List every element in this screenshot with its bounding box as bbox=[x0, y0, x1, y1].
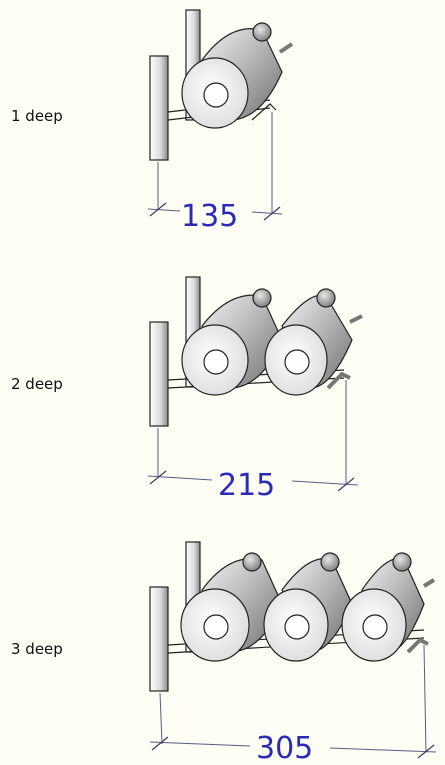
config-label-1-deep: 1 deep bbox=[11, 107, 63, 125]
rack-1-deep: 135 bbox=[147, 9, 294, 234]
config-label-2-deep: 2 deep bbox=[11, 375, 63, 393]
cylinder bbox=[341, 552, 436, 662]
front-post bbox=[149, 321, 169, 427]
config-label-3-deep: 3 deep bbox=[11, 640, 63, 658]
dimension-1-deep: 135 bbox=[147, 112, 283, 234]
cylinder bbox=[180, 552, 283, 662]
dimension-value-1-deep: 135 bbox=[181, 199, 238, 234]
cylinder bbox=[181, 22, 294, 129]
front-post bbox=[149, 55, 169, 161]
cylinder bbox=[263, 552, 353, 662]
cylinder bbox=[181, 288, 283, 396]
dimension-value-3-deep: 305 bbox=[256, 731, 313, 765]
valve-icon bbox=[242, 552, 262, 572]
dimension-2-deep: 215 bbox=[147, 380, 359, 503]
valve-icon bbox=[316, 288, 336, 308]
dimension-value-2-deep: 215 bbox=[218, 468, 275, 503]
front-post bbox=[149, 586, 169, 692]
valve-icon bbox=[392, 552, 412, 572]
rack-2-deep: 215 bbox=[147, 276, 363, 503]
valve-icon bbox=[252, 288, 272, 308]
valve-icon bbox=[320, 552, 340, 572]
dimension-3-deep: 305 bbox=[149, 644, 437, 765]
rack-3-deep: 305 bbox=[149, 541, 437, 765]
valve-icon bbox=[252, 22, 272, 42]
cylinder bbox=[264, 288, 363, 396]
